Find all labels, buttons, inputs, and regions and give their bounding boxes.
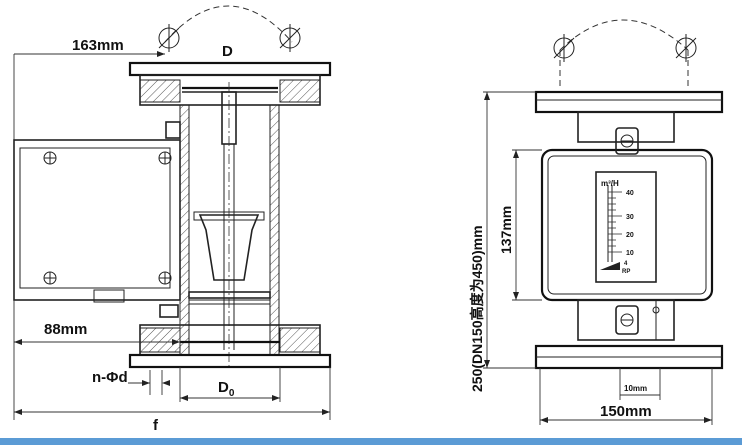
label-D0-main: D (218, 379, 229, 396)
screw-icon (158, 271, 172, 285)
scale-tick-10: 10 (626, 250, 634, 257)
screw-icon (43, 271, 57, 285)
scale-window (595, 171, 657, 283)
right-view (483, 19, 724, 425)
scale-tick-20: 20 (626, 232, 634, 239)
pipe-wall-left (179, 104, 190, 356)
scale-tick-4: 4 (624, 261, 628, 267)
screw-icon (43, 151, 57, 165)
bolt-icon (158, 24, 180, 52)
label-10mm: 10mm (624, 384, 647, 393)
label-150mm: 150mm (600, 403, 652, 420)
screw-icon (158, 151, 172, 165)
float (198, 214, 260, 281)
pointer-icon (600, 262, 620, 270)
label-88mm: 88mm (44, 321, 87, 338)
bottom-flange-outer (128, 353, 332, 369)
screw-icon (615, 127, 639, 155)
top-bolt-arc (164, 5, 293, 43)
left-view (13, 5, 332, 420)
indicator-housing (13, 139, 181, 301)
scale-tick-30: 30 (626, 214, 634, 221)
label-D: D (222, 43, 233, 60)
bolt-icon (553, 34, 575, 62)
pipe-wall-right (269, 104, 280, 356)
label-f: f (153, 417, 159, 434)
bolt-icon (279, 24, 301, 52)
top-flange-right (534, 90, 724, 114)
scale-tick-40: 40 (626, 190, 634, 197)
label-250mm: 250(DN150高度为450)mm (469, 225, 485, 392)
label-n-phi-d: n-Φd (92, 369, 128, 386)
nut-icon (165, 121, 181, 139)
scale-model: RP (622, 269, 630, 275)
screw-icon (615, 305, 639, 335)
bottom-bar (0, 438, 742, 445)
scale-unit: m³/H (601, 179, 619, 188)
label-137mm: 137mm (498, 206, 514, 254)
label-D0-sub: 0 (229, 388, 235, 399)
label-D0: D0 (218, 379, 235, 399)
top-flange-outer (128, 61, 332, 77)
nut-icon (159, 304, 179, 318)
top-bolt-arc-right (559, 19, 689, 51)
label-163mm: 163mm (72, 37, 124, 54)
bolt-icon (675, 34, 697, 62)
